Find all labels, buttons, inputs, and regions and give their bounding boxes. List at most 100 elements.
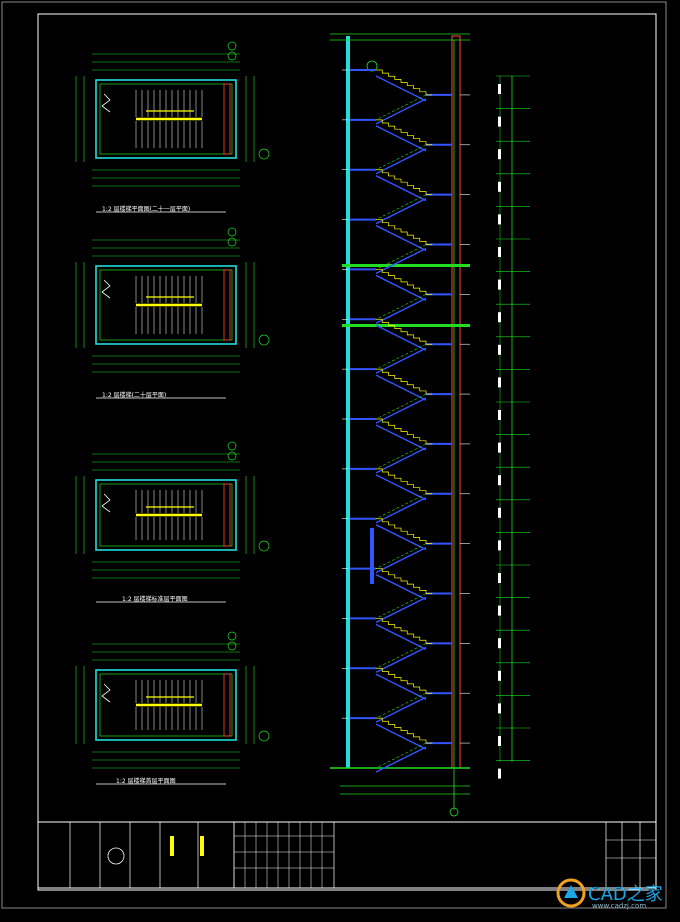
break-line [101,683,111,703]
stair-flight [375,692,427,719]
title-block-logo-icon [107,847,125,865]
stair-slab [375,148,427,175]
scale-label-mark [498,410,501,420]
scale-label-mark [498,736,501,746]
stair-slab [375,175,427,202]
stair-flight [376,667,433,694]
scale-label-mark [498,116,501,127]
stair-slab [375,374,427,401]
scale-label-mark [498,247,501,257]
stair-flight [375,244,427,270]
plan-view-1 [75,41,270,213]
axis-bubble [227,631,237,641]
stair-flight [375,643,427,669]
stair-flight [375,94,427,121]
stair-flight [376,418,433,445]
stair-slab [375,497,427,524]
stair-slab [375,547,427,574]
scale-label-mark [498,377,501,388]
stair-flight [375,144,427,170]
floor-band [342,264,470,267]
watermark-brand: CAD之家 [588,884,663,905]
scale-label-mark [498,149,501,160]
scale-label-mark [498,214,501,225]
stair-slab [375,198,427,225]
title-block-border [37,821,657,889]
stair-flight [376,468,433,495]
plan-wall [95,479,237,551]
plan-title-4: 1:2 层楼梯首层平面图 [116,778,176,785]
stair-flight [375,393,427,420]
shaft-hatch [223,83,231,155]
stair-slab [375,723,427,750]
plan-title-1: 1:2 层楼梯平面图(二十一层平面) [102,206,191,213]
stair-slab [375,696,427,723]
section-wall-left [346,36,350,768]
axis-bubble [258,334,270,346]
scale-label-mark [498,84,501,94]
axis-bubble [227,451,237,461]
stair-slab [375,623,427,650]
scale-label-mark [498,703,501,714]
inner-frame [37,13,657,891]
scale-label-mark [498,768,501,779]
stair-slab [375,125,427,152]
watermark-url: www.cadzj.com [592,902,647,910]
stair-slab [375,424,427,451]
stair-slab [375,347,427,374]
elevation-scale [496,75,530,779]
stair-flight [375,343,427,370]
stair-slab [375,447,427,474]
plan-view-3 [75,441,270,603]
axis-bubble [227,41,237,51]
plan-inner-wall [99,673,233,737]
plan-view-4 [75,631,270,785]
cad-logo-icon [556,878,586,908]
stair-slab [375,324,427,351]
outer-frame [1,1,667,909]
plan-title-3: 1:2 层楼梯标准层平面图 [122,596,188,603]
stair-slab [375,224,427,252]
axis-bubble [227,227,237,237]
title-block-mark [170,836,174,856]
scale-label-mark [498,573,501,583]
shaft-hatch [223,673,231,737]
floor-band [342,324,470,327]
break-line [101,93,111,113]
stair-flight [375,593,427,619]
plan-wall [95,265,237,345]
scale-label-mark [498,312,501,323]
axis-bubble [227,237,237,247]
stair-flight [375,543,427,569]
scale-label-mark [498,670,501,681]
stair-slab [375,98,427,125]
stair-slab [375,75,427,102]
scale-label-mark [498,507,501,518]
break-line [101,279,111,299]
scale-label-mark [498,605,501,616]
stair-slab [375,247,427,275]
stair-flight [376,568,433,594]
stair-slab [375,524,427,551]
plan-inner-wall [99,83,233,155]
stair-slab [375,397,427,424]
stair-section-view [330,33,470,817]
stair-slab [375,297,427,324]
stair-flight [376,169,433,195]
stair-flight [375,443,427,470]
watermark: CAD之家 www.cadzj.com [556,876,676,916]
break-line [101,493,111,513]
stair-flight [375,493,427,519]
stair-flight [375,294,427,320]
scale-label-mark [498,540,501,551]
scale-label-mark [498,475,501,486]
stair-flight [376,69,433,96]
stair-flight [375,194,427,220]
plan-wall [95,79,237,159]
title-block [37,821,657,889]
plan-inner-wall [99,269,233,341]
axis-bubble [258,148,270,160]
stair-flight [376,717,433,744]
plan-view-2 [75,227,270,399]
